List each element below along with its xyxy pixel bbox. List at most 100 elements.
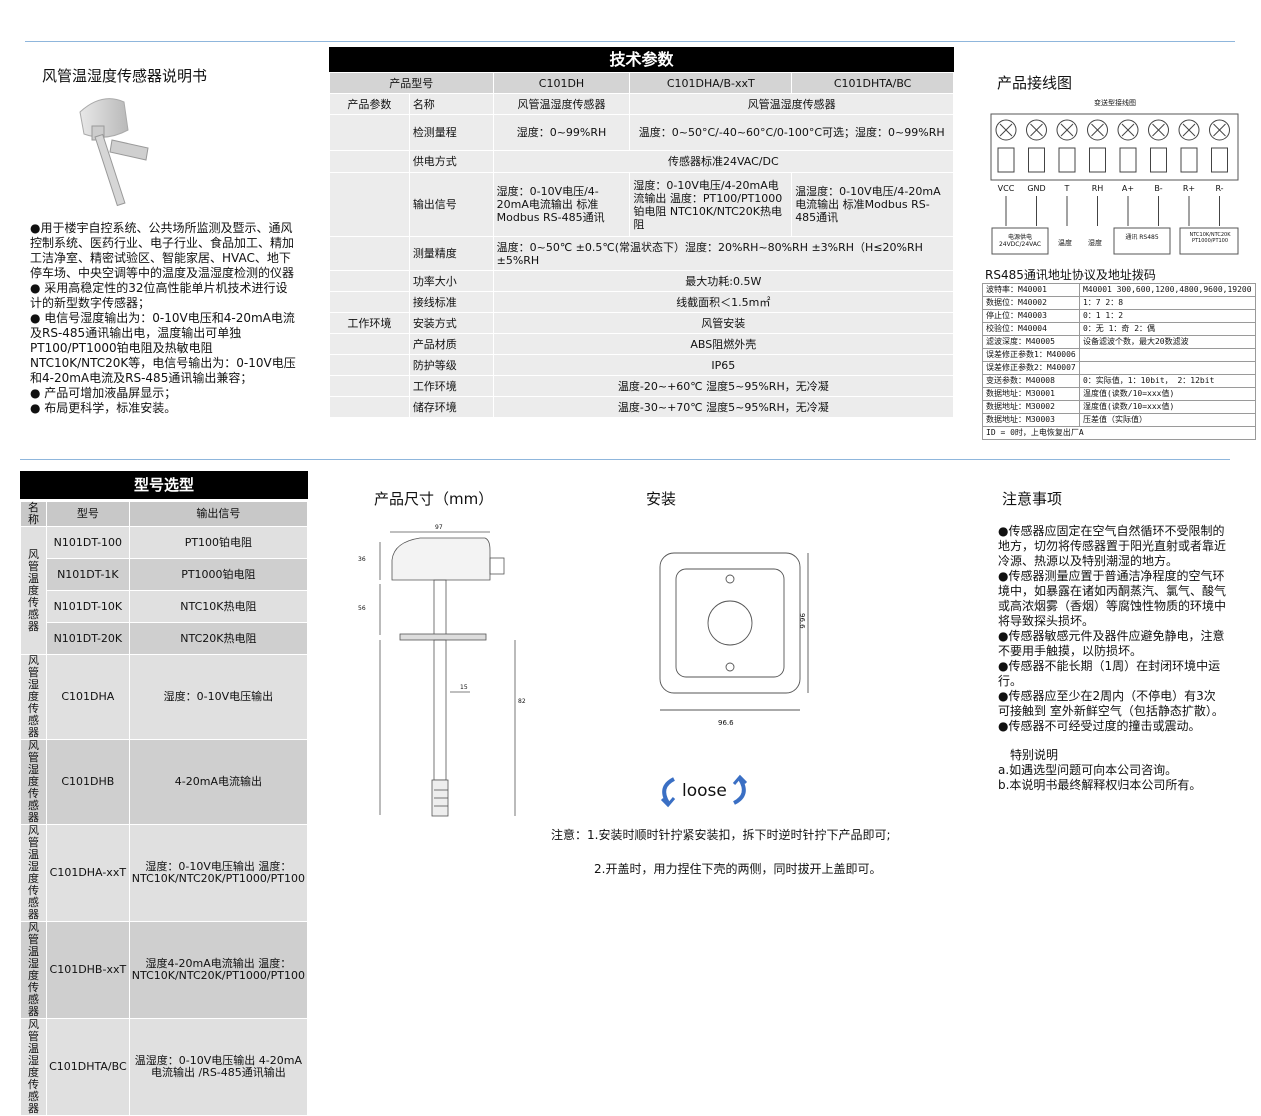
- dims-title: 产品尺寸（mm）: [374, 490, 494, 508]
- dim-97: 97: [435, 524, 443, 531]
- terminal-slot: [1028, 147, 1045, 173]
- terminal-label: B-: [1154, 184, 1163, 193]
- rs485-value: [1078, 361, 1257, 375]
- store-label: 储存环境: [408, 396, 494, 418]
- terminal-screw: [1148, 119, 1169, 141]
- rs485-value: 压差值（实际值）: [1078, 413, 1257, 427]
- rs485-value: 0：实际值，1：10bit， 2：12bit: [1078, 374, 1257, 388]
- sel-model-4: N101DT-20K: [45, 622, 130, 655]
- rs485-key: 变送参数：M40008: [982, 374, 1080, 388]
- selection-table: 名称 型号 输出信号 风管温度传感器 N101DT-100 PT100铂电阻 N…: [20, 501, 309, 1116]
- special-title: 特别说明: [1010, 748, 1059, 762]
- model-3: C101DHTA/BC: [791, 72, 954, 94]
- sel-out-2: PT1000铂电阻: [128, 558, 309, 591]
- special-2: b.本说明书最终解释权归本公司所有。: [998, 778, 1202, 792]
- spec-table: 产品型号 C101DH C101DHA/B-xxT C101DHTA/BC 产品…: [329, 72, 955, 418]
- rs485-key: 数据地址：M30003: [982, 413, 1080, 427]
- sel-name-6: 风管湿度传感器: [20, 739, 47, 825]
- sel-out-7: 湿度：0-10V电压输出 温度：NTC10K/NTC20K/PT1000/PT1…: [128, 824, 309, 922]
- sel-out-4: NTC20K热电阻: [128, 622, 309, 655]
- terminal-label: A+: [1121, 184, 1135, 193]
- rs485-key: 误差修正参数2：M40007: [982, 361, 1080, 375]
- sel-model-9: C101DHTA/BC: [45, 1018, 130, 1116]
- note-1: ●传感器应固定在空气自然循环不受限制的地方，切勿将传感器置于阳光直射或者靠近冷源…: [998, 524, 1227, 568]
- terminal-screw: [1087, 119, 1108, 141]
- terminal-slot: [1150, 147, 1167, 173]
- terminal-screw: [995, 119, 1017, 141]
- spec-title: 技术参数: [329, 47, 954, 72]
- rs485-value: 设备滤波个数，最大20数滤波: [1078, 335, 1257, 349]
- range-v2: 温度：0~50°C/-40~60°C/0-100°C可选；湿度：0~99%RH: [629, 114, 954, 151]
- sel-model-7: C101DHA-xxT: [45, 824, 130, 922]
- special-1: a.如遇选型问题可向本公司咨询。: [998, 763, 1178, 777]
- terminal-label: R-: [1215, 184, 1224, 193]
- rs485-footer: ID = 0时，上电恢复出厂A: [982, 426, 1256, 440]
- feature-5: ● 布局更科学，标准安装。: [30, 401, 177, 415]
- ip-label: 防护等级: [408, 354, 494, 376]
- dimension-drawing: 97 36 56 15 82: [350, 520, 530, 825]
- note-6: ●传感器不可经受过度的撞击或震动。: [998, 719, 1201, 733]
- ip-v: IP65: [492, 354, 955, 376]
- notes-title: 注意事项: [1002, 490, 1063, 508]
- inst-v: 风管安装: [492, 312, 955, 334]
- rs485-value: [1078, 348, 1257, 362]
- rs485-row: 误差修正参数1：M40006: [982, 348, 1257, 362]
- terminal-screw: [1026, 119, 1047, 141]
- rs485-key: 停止位：M40003: [982, 309, 1080, 323]
- hum-box: 湿度: [1088, 239, 1102, 247]
- env-label: 工作环境: [329, 312, 410, 334]
- name-v2: 风管温湿度传感器: [629, 93, 954, 115]
- loose-icon: loose: [654, 771, 754, 811]
- note-2: ●传感器测量应置于普通洁净程度的空气环境中，如暴露在诸如丙酮蒸汽、氯气、酸气或高…: [998, 569, 1227, 628]
- terminal-slot: [997, 147, 1015, 173]
- acc-v: 温度：0~50℃ ±0.5℃(常温状态下）湿度：20%RH~80%RH ±3%R…: [492, 236, 955, 271]
- rs485-value: 0：1 1：2: [1078, 309, 1257, 323]
- feature-4: ● 产品可增加液晶屏显示；: [30, 386, 177, 400]
- terminal-slot: [1058, 147, 1076, 173]
- sel-name-9: 风管温湿度传感器: [20, 1018, 47, 1116]
- install-w: 96.6: [718, 719, 734, 727]
- sel-model-1: N101DT-100: [45, 526, 130, 559]
- dim-15: 15: [460, 684, 468, 691]
- feature-3: ● 电信号湿度输出为：0-10V电压和4-20mA电流及RS-485通讯输出电，…: [30, 311, 296, 385]
- install-h: 96.6: [798, 613, 806, 629]
- wire-label: 接线标准: [408, 291, 494, 313]
- sel-model-5: C101DHA: [45, 654, 130, 740]
- name-label: 名称: [408, 93, 494, 115]
- sel-out-6: 4-20mA电流输出: [128, 739, 309, 825]
- rs485-box: 通讯 RS485: [1125, 234, 1159, 241]
- rs485-title: RS485通讯地址协议及地址拨码: [985, 268, 1156, 282]
- terminal-label: GND: [1027, 184, 1046, 193]
- terminal-slot: [1211, 147, 1228, 173]
- pw-label: 功率大小: [408, 270, 494, 292]
- model-label: 产品型号: [329, 72, 494, 94]
- range-v1: 湿度：0~99%RH: [492, 114, 631, 151]
- power-label: 供电方式: [408, 150, 494, 173]
- model-1: C101DH: [492, 72, 631, 94]
- doc-title: 风管温湿度传感器说明书: [42, 67, 208, 85]
- dim-36: 36: [358, 556, 366, 563]
- sel-h-name: 名称: [20, 501, 47, 527]
- terminal-slot: [1089, 147, 1106, 173]
- install-title: 安装: [646, 490, 677, 508]
- rs485-value: 温度值(读数/10=xxx值): [1078, 387, 1257, 401]
- sel-model-2: N101DT-1K: [45, 558, 130, 591]
- rs485-value: M40001 300,600,1200,4800,9600,19200: [1078, 283, 1257, 297]
- work-label: 工作环境: [408, 375, 494, 397]
- work-v: 温度-20~+60℃ 湿度5~95%RH，无冷凝: [492, 375, 955, 397]
- install-drawing: 96.6 96.6: [650, 545, 815, 735]
- inst-label: 安装方式: [408, 312, 494, 334]
- loose-label: loose: [682, 781, 727, 801]
- terminal-label: T: [1064, 184, 1070, 193]
- note-3: ●传感器敏感元件及器件应避免静电，注意不要用手触摸，以防损坏。: [998, 629, 1225, 658]
- rs485-key: 数据地址：M30002: [982, 400, 1080, 414]
- terminal-screw: [1056, 119, 1078, 141]
- terminal-screw: [1117, 119, 1139, 141]
